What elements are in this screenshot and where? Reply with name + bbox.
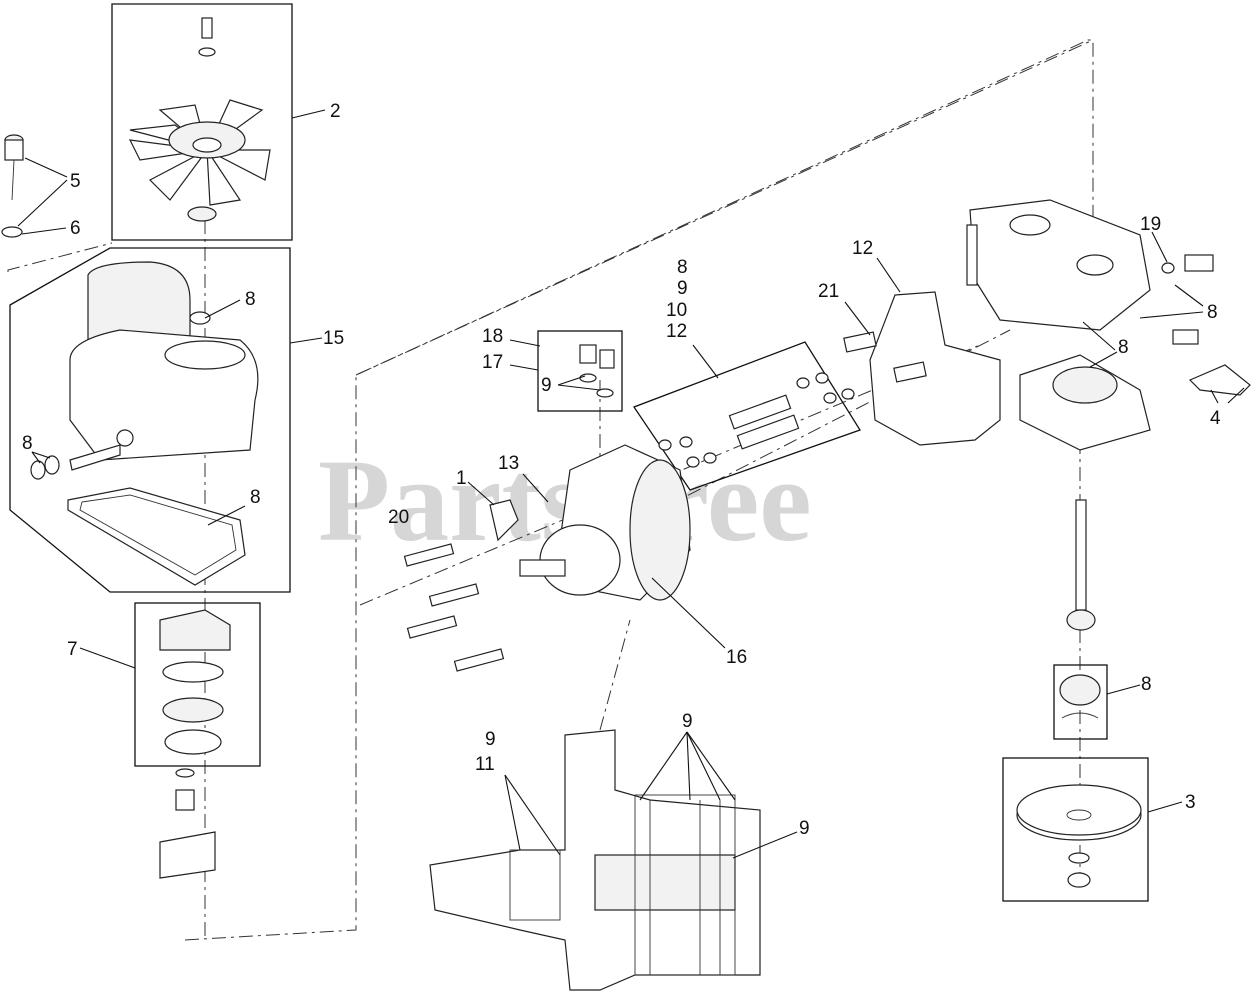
center-housing xyxy=(843,291,1001,446)
housing-assembly xyxy=(9,247,291,593)
callout-11-section: 11 xyxy=(475,754,495,775)
callout-18: 18 xyxy=(482,326,503,347)
callout-12-housing: 12 xyxy=(852,238,873,259)
pump-housing xyxy=(966,199,1251,451)
callout-8-kit: 8 xyxy=(677,257,688,278)
bearing-stack xyxy=(134,602,261,879)
leader-lines xyxy=(17,109,1245,859)
callout-12-kit: 12 xyxy=(666,321,687,342)
callout-9-section-b: 9 xyxy=(682,711,693,732)
callout-7: 7 xyxy=(67,639,78,660)
input-shaft xyxy=(1066,499,1096,631)
callout-8-bearing: 8 xyxy=(1141,674,1152,695)
callout-9-seal-kit: 9 xyxy=(541,375,552,396)
callout-16: 16 xyxy=(726,647,747,668)
callout-6: 6 xyxy=(70,218,81,239)
hydraulic-motor xyxy=(403,444,691,672)
callout-3: 3 xyxy=(1185,792,1196,813)
callout-10-kit: 10 xyxy=(666,300,687,321)
shaft-bearing xyxy=(1053,664,1108,740)
callout-13: 13 xyxy=(498,453,519,474)
callout-4: 4 xyxy=(1210,408,1221,429)
callout-9-section-c: 9 xyxy=(799,818,810,839)
motor-cross-section xyxy=(429,729,761,991)
callout-5: 5 xyxy=(70,171,81,192)
callout-20: 20 xyxy=(388,507,409,528)
callout-2: 2 xyxy=(330,101,341,122)
callout-8-fan-housing: 8 xyxy=(245,289,256,310)
callout-1: 1 xyxy=(456,468,467,489)
dipstick-cap xyxy=(1,134,24,238)
seal-kit xyxy=(537,330,623,412)
pulley-assembly xyxy=(1002,757,1149,902)
callout-labels: 2 5 6 8 15 8 8 7 18 17 9 8 9 10 12 12 21… xyxy=(22,101,1221,839)
callout-9-section-a: 9 xyxy=(485,729,496,750)
callout-8-center: 8 xyxy=(1118,337,1129,358)
callout-8-fitting: 8 xyxy=(1207,302,1218,323)
callout-15: 15 xyxy=(323,328,344,349)
callout-9-kit: 9 xyxy=(677,278,688,299)
fan-assembly xyxy=(111,3,293,241)
callout-19: 19 xyxy=(1140,214,1161,235)
callout-21: 21 xyxy=(818,281,839,302)
oring-kit xyxy=(633,341,861,491)
callout-8-left-seals: 8 xyxy=(22,433,33,454)
callout-8-gasket: 8 xyxy=(250,487,261,508)
callout-17: 17 xyxy=(482,352,503,373)
